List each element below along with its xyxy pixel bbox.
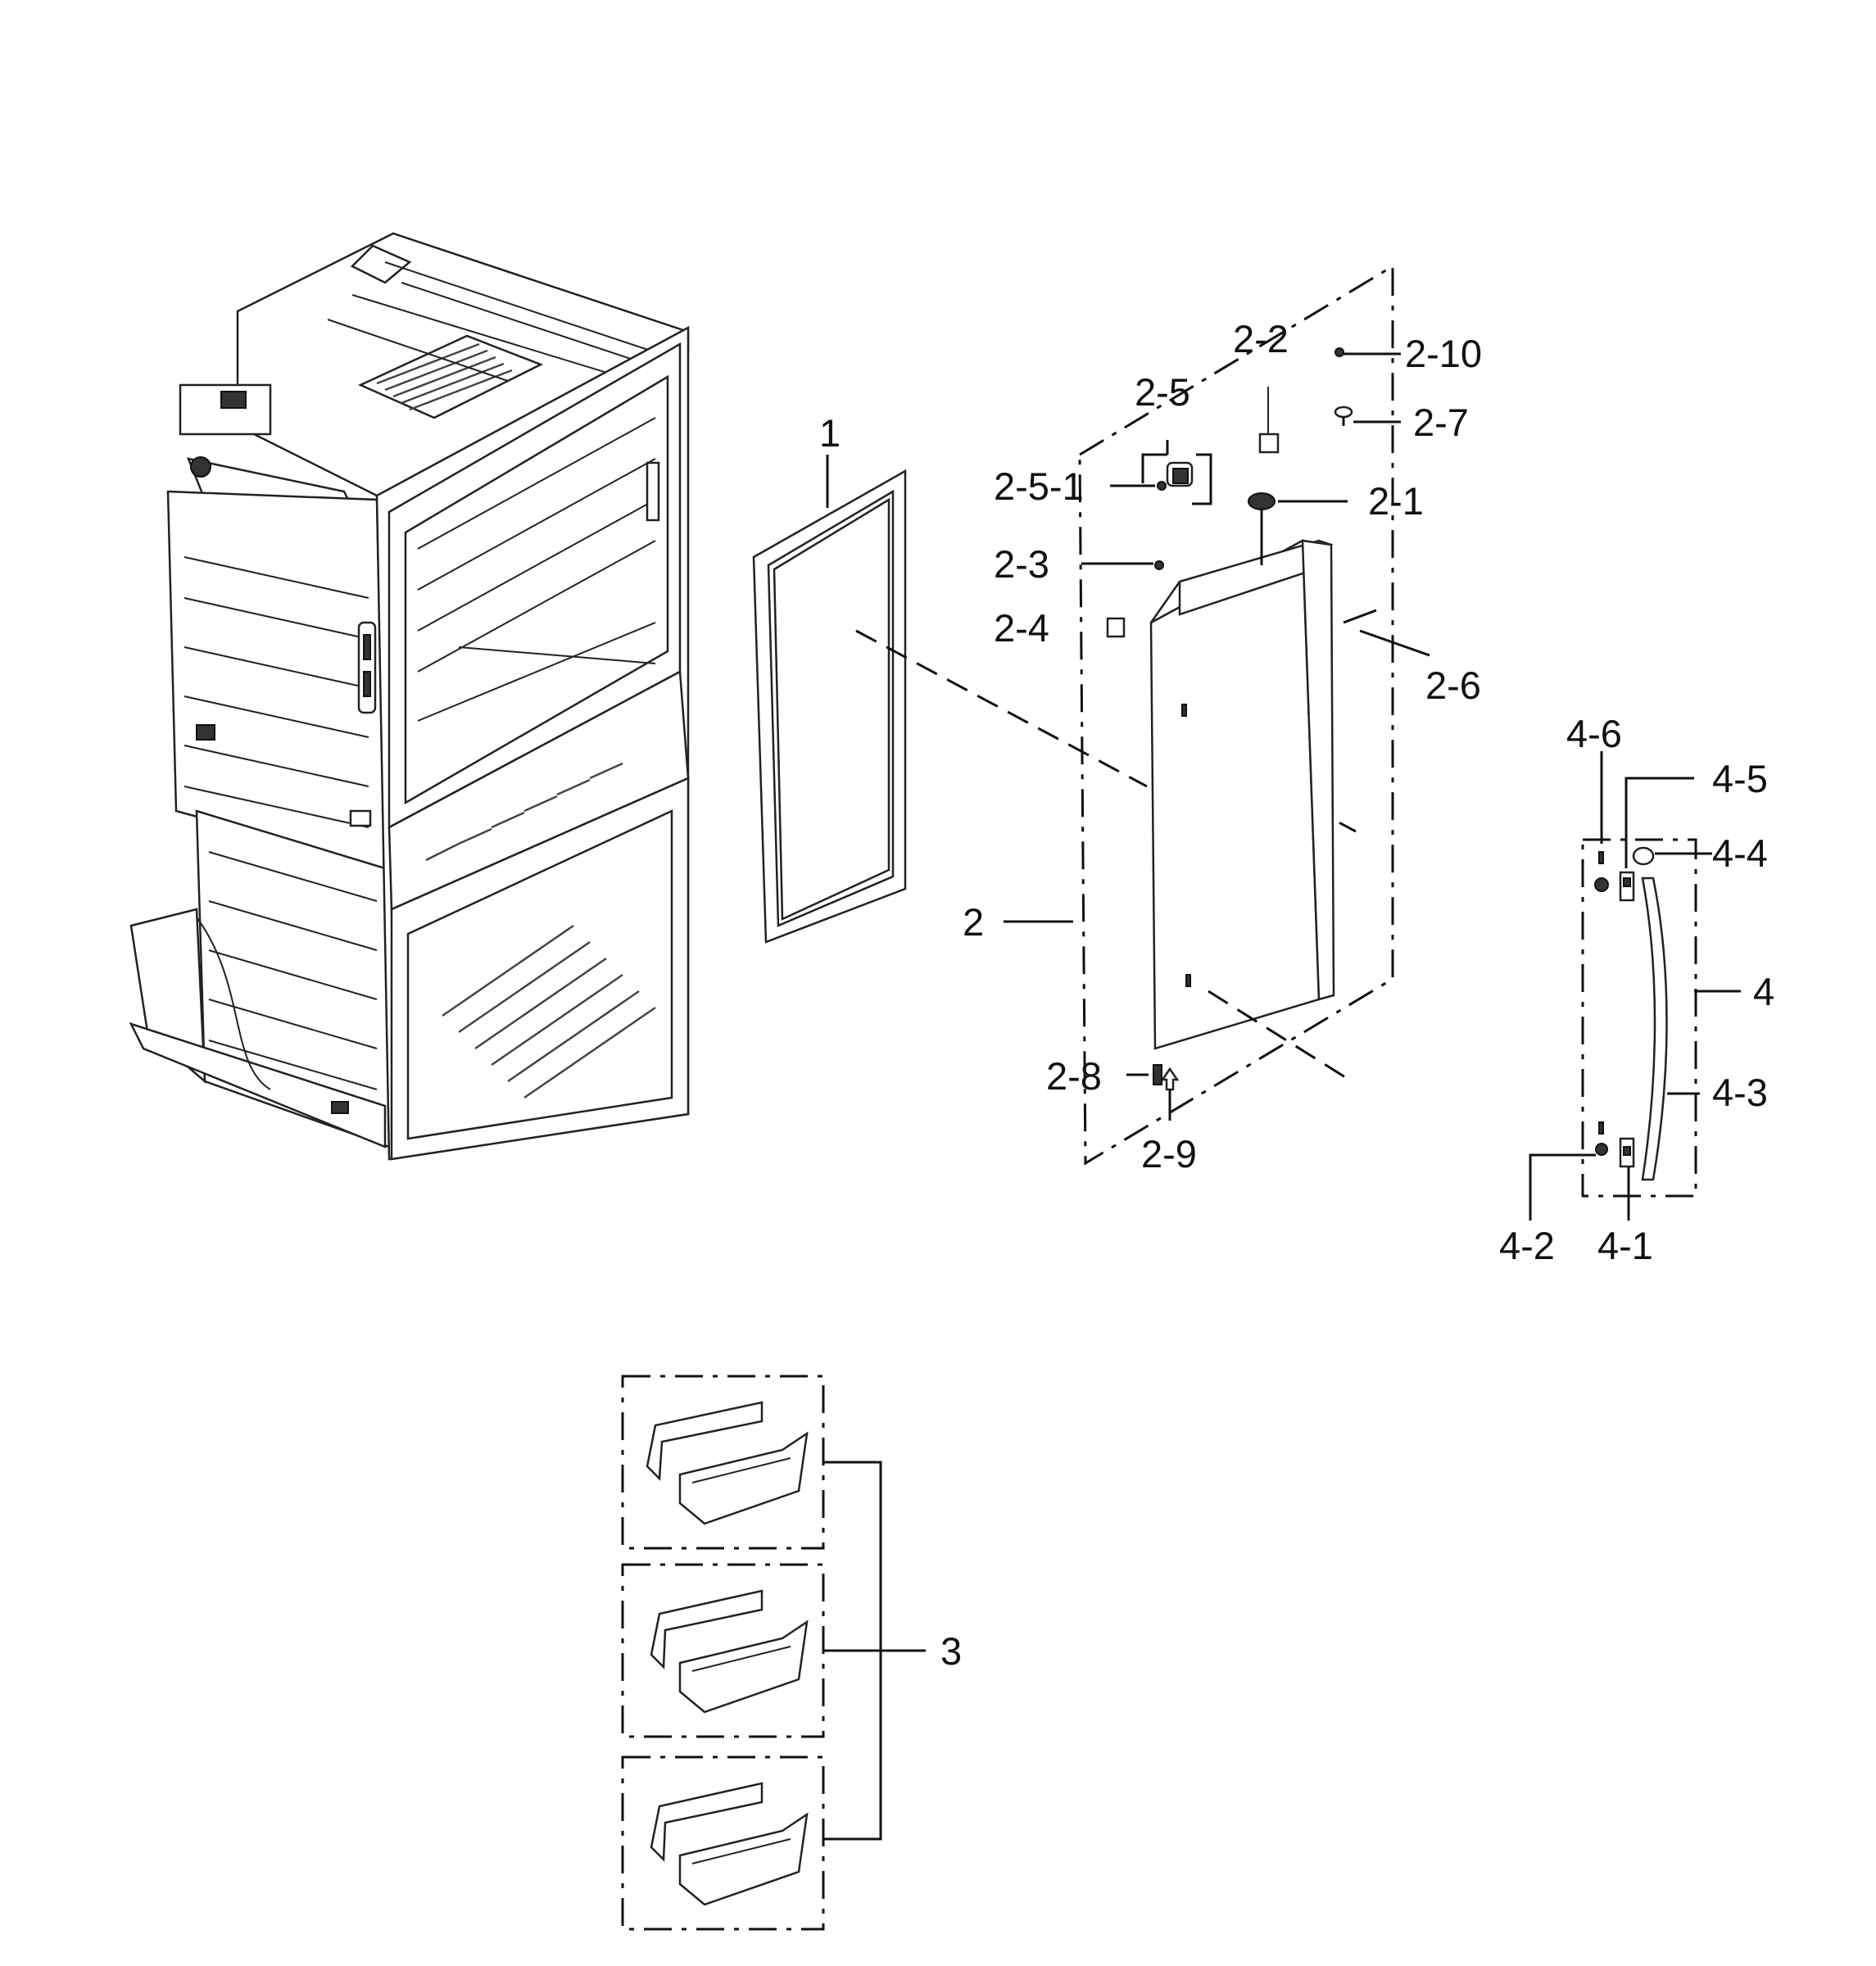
- callout-2-9: 2-9: [1141, 1132, 1197, 1176]
- callout-4-2: 4-2: [1499, 1224, 1555, 1267]
- door-bin-3: [650, 1782, 809, 1906]
- callout-2: 2: [963, 900, 984, 944]
- callout-4: 4: [1753, 970, 1774, 1013]
- door-guard-bins: [621, 1375, 926, 1931]
- callout-2-10: 2-10: [1405, 332, 1482, 375]
- door-bin-2: [650, 1589, 809, 1714]
- callout-4-4: 4-4: [1712, 831, 1768, 875]
- callout-2-4: 2-4: [994, 606, 1049, 650]
- callout-2-1: 2-1: [1368, 479, 1424, 523]
- callout-2-7: 2-7: [1413, 401, 1469, 444]
- callout-2-5-1: 2-5-1: [994, 464, 1084, 508]
- door-bin-1: [646, 1401, 809, 1525]
- door-gasket: [752, 469, 907, 944]
- lower-hinge-screw-icon: [1153, 1064, 1180, 1091]
- callout-1: 1: [819, 411, 841, 455]
- callout-4-5: 4-5: [1712, 757, 1768, 800]
- callout-2-8: 2-8: [1046, 1054, 1102, 1098]
- callout-3: 3: [940, 1629, 962, 1673]
- callout-2-3: 2-3: [994, 542, 1049, 586]
- refrigerator-cabinet: [129, 232, 690, 1161]
- hinge-pin-icon: [1248, 492, 1276, 565]
- door-closer-icon: [1157, 461, 1194, 491]
- screw-icon: [1334, 405, 1353, 426]
- door-handle-assembly: [1529, 751, 1741, 1221]
- callout-4-3: 4-3: [1712, 1071, 1768, 1114]
- door-stopper-icon: [1106, 617, 1126, 638]
- callout-2-6: 2-6: [1425, 664, 1481, 707]
- hinge-block-icon: [1258, 433, 1280, 454]
- callout-2-2: 2-2: [1233, 317, 1289, 360]
- callout-4-6: 4-6: [1566, 712, 1622, 755]
- callout-2-5: 2-5: [1135, 370, 1190, 414]
- callout-4-1: 4-1: [1597, 1224, 1653, 1267]
- fridge-door-assembly: [1004, 264, 1430, 1166]
